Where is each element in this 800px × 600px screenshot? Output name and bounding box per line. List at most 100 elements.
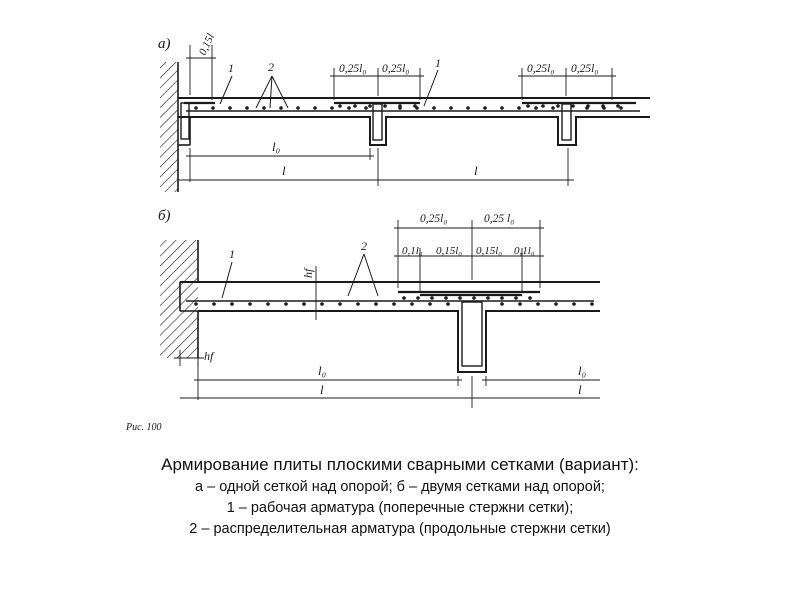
rebar-dot	[571, 104, 575, 108]
rebar-dot	[320, 302, 324, 306]
dim-a-l0: l₀	[272, 139, 280, 154]
rebar-dot	[556, 104, 560, 108]
rebar-dot	[374, 302, 378, 306]
rebar-dot	[356, 302, 360, 306]
callout-b-1: 1	[229, 247, 235, 261]
part-a-label: а)	[158, 36, 171, 52]
rebar-dot	[536, 302, 540, 306]
caption-line-2: 1 – рабочая арматура (поперечные стержни…	[226, 500, 574, 516]
rebar-dot	[449, 106, 453, 110]
rebar-dot	[416, 296, 420, 300]
dim-b-015l0-2: 0,15l₀	[476, 245, 502, 257]
rebar-dot	[590, 302, 594, 306]
rebar-dot	[601, 104, 605, 108]
rebar-dot	[428, 302, 432, 306]
dim-a-l-2: l	[474, 163, 478, 178]
rebar-dot	[534, 106, 538, 110]
rebar-dot	[194, 106, 198, 110]
rebar-dot	[444, 296, 448, 300]
figure-number: Рис. 100	[125, 422, 162, 433]
rebar-dot	[383, 104, 387, 108]
dim-b-l0-1: l₀	[318, 363, 326, 378]
dim-a-025l0-4: 0,25l₀	[571, 63, 598, 75]
callout-a-2: 2	[268, 60, 274, 74]
dim-a-l-1: l	[282, 163, 286, 178]
caption-line-1: а – одной сеткой над опорой; б – двумя с…	[195, 479, 605, 495]
dim-a-025l0-3: 0,25l₀	[527, 63, 554, 75]
slab-a	[178, 97, 650, 146]
caption-line-3: 2 – распределительная арматура (продольн…	[189, 521, 611, 537]
dim-b-l-2: l	[578, 382, 582, 397]
rebar-dot	[302, 302, 306, 306]
rebar-dot	[353, 104, 357, 108]
rebar-dot	[572, 302, 576, 306]
rebar-dot	[228, 106, 232, 110]
rebar-dot	[338, 302, 342, 306]
callout-a-1: 1	[228, 61, 234, 75]
rebar-dot	[368, 104, 372, 108]
rebar-dot	[279, 106, 283, 110]
dim-b-01l0-1: 0,1l₀	[402, 245, 423, 257]
rebar-dot	[541, 104, 545, 108]
rebar-dot	[551, 106, 555, 110]
rebar-dot	[338, 104, 342, 108]
rebar-dot	[313, 106, 317, 110]
dim-a-025l0-1: 0,25l₀	[339, 63, 366, 75]
rebar-dot	[619, 106, 623, 110]
rebar-dot	[586, 104, 590, 108]
rebar-dot	[528, 296, 532, 300]
rebar-dot	[518, 302, 522, 306]
rebar-dot	[432, 106, 436, 110]
rebar-dot	[517, 106, 521, 110]
part-b: б) 1 2 hf hf 0,25l₀	[125, 208, 600, 433]
rebar-dot	[296, 106, 300, 110]
rebar-dot	[211, 106, 215, 110]
rebar-dot	[212, 302, 216, 306]
rebar-dot	[413, 104, 417, 108]
rebar-dot	[284, 302, 288, 306]
rebar-dot	[230, 302, 234, 306]
rebar-dot	[364, 106, 368, 110]
rebar-dot	[483, 106, 487, 110]
rebar-dot	[262, 106, 266, 110]
rebar-dot	[466, 106, 470, 110]
rebar-dot	[500, 296, 504, 300]
rebar-dot	[330, 106, 334, 110]
slab-b	[180, 281, 600, 373]
rebar-dot	[500, 302, 504, 306]
reinforcement-drawing: а) 1 2 1 0,15l	[125, 32, 650, 433]
dim-b-l-1: l	[320, 382, 324, 397]
rebar-dot	[514, 296, 518, 300]
rebar-dot	[347, 106, 351, 110]
hf-label-2: hf	[204, 349, 215, 363]
caption-title: Армирование плиты плоскими сварными сетк…	[161, 455, 639, 474]
rebar-dot	[472, 296, 476, 300]
dim-b-015l0-1: 0,15l₀	[436, 245, 462, 257]
rebar-dot	[410, 302, 414, 306]
dim-b-025l0-2: 0,25 l₀	[484, 213, 514, 225]
rebar-dot	[194, 302, 198, 306]
wall-a	[160, 62, 178, 192]
part-b-label: б)	[158, 208, 171, 224]
dim-a-025l0-2: 0,25l₀	[382, 63, 409, 75]
rebar-dot	[486, 296, 490, 300]
rebar-dot	[266, 302, 270, 306]
hf-label-1: hf	[301, 267, 315, 278]
rebar-dot	[500, 106, 504, 110]
callout-a-3: 1	[435, 56, 441, 70]
rebar-dot	[248, 302, 252, 306]
callout-b-2: 2	[361, 239, 367, 253]
dim-a-015l: 0,15l	[197, 32, 217, 57]
wall-b	[160, 240, 198, 358]
rebar-dot	[616, 104, 620, 108]
rebar-dot	[402, 296, 406, 300]
rebar-dot	[245, 106, 249, 110]
rebar-dot	[392, 302, 396, 306]
dim-b-025l0-1: 0,25l₀	[420, 213, 447, 225]
rebar-dot	[446, 302, 450, 306]
rebar-dot	[554, 302, 558, 306]
dim-b-01l0-2: 0,1l₀	[514, 245, 535, 257]
part-a: а) 1 2 1 0,15l	[158, 32, 650, 192]
rebar-dot	[458, 296, 462, 300]
rebar-dot	[526, 104, 530, 108]
